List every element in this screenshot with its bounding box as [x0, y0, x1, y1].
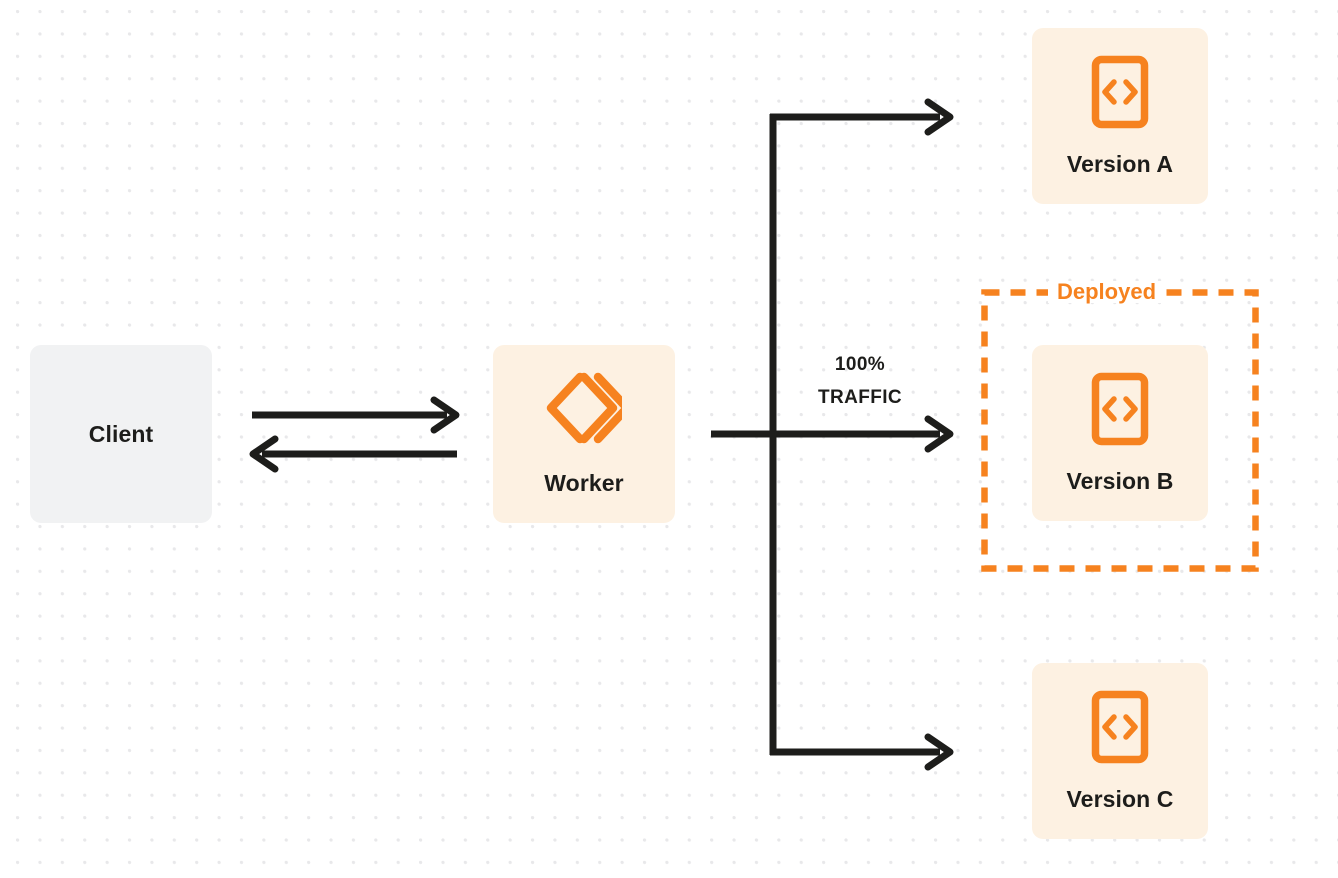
node-version-b-label: Version B	[1066, 467, 1174, 494]
edge-worker-to-version-a	[770, 98, 954, 136]
node-worker[interactable]: Worker	[493, 345, 675, 523]
traffic-share-percent: 100%	[834, 354, 886, 375]
edge-worker-to-client	[249, 435, 457, 473]
code-brackets-icon	[1091, 372, 1149, 446]
edge-worker-to-version-c	[770, 733, 954, 771]
code-brackets-icon	[1091, 690, 1149, 764]
node-worker-label: Worker	[544, 469, 624, 496]
node-version-a-label: Version A	[1066, 150, 1174, 177]
node-client-label: Client	[88, 420, 154, 447]
code-brackets-icon	[1091, 55, 1149, 129]
node-version-c[interactable]: Version C	[1032, 663, 1208, 839]
cloudflare-workers-logo-icon	[546, 372, 632, 444]
deployed-group-label: Deployed	[1048, 281, 1166, 303]
node-version-a[interactable]: Version A	[1032, 28, 1208, 204]
node-client[interactable]: Client	[30, 345, 212, 523]
edge-worker-to-version-b	[773, 415, 954, 453]
traffic-share-caption: TRAFFIC	[817, 387, 903, 408]
traffic-share-label: 100% TRAFFIC	[776, 348, 944, 414]
node-version-b[interactable]: Version B	[1032, 345, 1208, 521]
edge-client-to-worker	[252, 396, 460, 434]
node-version-c-label: Version C	[1066, 785, 1174, 812]
